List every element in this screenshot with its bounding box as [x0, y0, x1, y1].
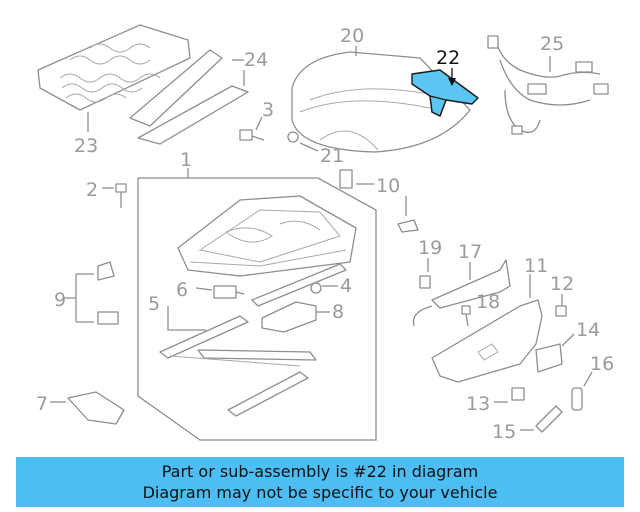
part-21-clip — [287, 131, 319, 152]
callout-16: 16 — [590, 353, 614, 375]
part-6-motor — [195, 285, 245, 299]
callout-6: 6 — [176, 279, 188, 301]
callout-7: 7 — [36, 393, 48, 415]
callout-10: 10 — [376, 175, 400, 197]
callout-14: 14 — [576, 319, 600, 341]
callout-2: 2 — [86, 179, 98, 201]
callout-3: 3 — [262, 99, 274, 121]
part-9-bracket-group — [64, 261, 119, 325]
part-4-nut — [310, 282, 338, 294]
callout-19: 19 — [418, 237, 442, 259]
callout-24: 24 — [244, 49, 268, 71]
callout-25: 25 — [540, 33, 564, 55]
part-19-clip — [419, 258, 431, 289]
part-18-screw — [461, 305, 471, 327]
part-17-lever — [412, 259, 511, 327]
callout-12: 12 — [550, 273, 574, 295]
callout-8: 8 — [332, 301, 344, 323]
caption-line-1: Part or sub-assembly is #22 in diagram — [161, 462, 479, 481]
part-8-motor — [261, 301, 330, 333]
parts-diagram: 23 24 3 20 22 25 21 1 2 10 19 17 11 12 4… — [36, 24, 614, 443]
callout-11: 11 — [524, 255, 548, 277]
part-1-frame-assembly — [137, 168, 377, 441]
part-3-bolt — [239, 116, 265, 141]
callout-1: 1 — [180, 149, 192, 171]
part-24-side-trim — [129, 49, 249, 145]
callout-20: 20 — [340, 25, 364, 47]
part-11-side-shield — [431, 274, 543, 383]
part-10-cover — [339, 169, 419, 233]
part-5-seat-tracks — [159, 306, 317, 417]
part-16-knob — [571, 371, 593, 411]
callout-18: 18 — [476, 291, 500, 313]
part-14-switch — [535, 333, 575, 373]
caption-line-2: Diagram may not be specific to your vehi… — [142, 483, 498, 502]
part-2-bolt — [102, 183, 127, 208]
callout-15: 15 — [492, 421, 516, 443]
part-13-knob — [494, 387, 525, 403]
callout-5: 5 — [148, 293, 160, 315]
callout-17: 17 — [458, 241, 482, 263]
callout-23: 23 — [74, 135, 98, 157]
part-22-highlighted — [411, 68, 479, 117]
part-23-seat-mat — [37, 24, 191, 132]
callout-13: 13 — [466, 393, 490, 415]
part-7-actuator — [50, 391, 125, 425]
callout-4: 4 — [340, 275, 352, 297]
part-12-knob — [555, 294, 567, 317]
caption-banner: Part or sub-assembly is #22 in diagram D… — [16, 457, 624, 507]
part-25-wiring-harness — [487, 35, 609, 135]
callout-9: 9 — [54, 289, 66, 311]
callout-21: 21 — [320, 145, 344, 167]
part-15-knob — [520, 405, 563, 433]
callout-22: 22 — [436, 47, 460, 69]
